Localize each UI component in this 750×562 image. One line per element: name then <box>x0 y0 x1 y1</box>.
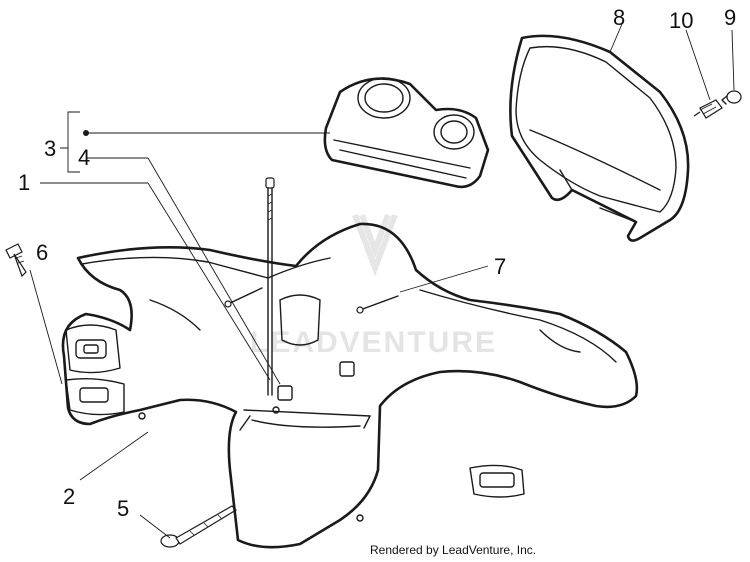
callout-3: 3 <box>44 136 56 161</box>
leader-8 <box>609 23 623 53</box>
callout-8: 8 <box>613 5 625 30</box>
part-8-headlight-lens <box>509 34 690 242</box>
callout-9: 9 <box>724 5 736 30</box>
leader-3-4-bracket <box>60 111 80 173</box>
callouts: 1 2 3 4 5 6 7 8 9 10 <box>18 5 736 521</box>
part-10-screw <box>693 99 723 119</box>
leader-4-diag <box>147 157 281 385</box>
part-9-cap <box>721 90 742 105</box>
callout-1: 1 <box>18 170 30 195</box>
rendered-by-credit: Rendered by LeadVenture, Inc. <box>370 543 536 557</box>
leader-2 <box>79 431 149 481</box>
leader-9 <box>731 29 735 91</box>
leader-lines <box>29 23 735 539</box>
callout-6: 6 <box>36 240 48 265</box>
part-2-handlebar-cover <box>61 222 639 549</box>
callout-7: 7 <box>494 254 506 279</box>
watermark-text: LEADVENTURE <box>250 326 497 359</box>
leader-6 <box>29 269 63 385</box>
part-6-screw <box>5 243 27 278</box>
callout-2: 2 <box>63 484 75 509</box>
leader-10 <box>685 29 711 101</box>
part-7-screws <box>224 287 399 314</box>
callout-4: 4 <box>78 145 90 170</box>
part-1-bolt <box>265 177 275 396</box>
callout-3-dot <box>83 130 89 136</box>
part-3-4-instrument-cluster <box>323 77 490 189</box>
leadventure-watermark: LEADVENTURE <box>250 213 497 359</box>
part-5-screw <box>160 505 237 548</box>
leader-5 <box>139 514 171 539</box>
callout-10: 10 <box>669 8 693 33</box>
callout-5: 5 <box>117 496 129 521</box>
leader-1-diag <box>147 182 271 381</box>
leader-7 <box>399 265 489 293</box>
